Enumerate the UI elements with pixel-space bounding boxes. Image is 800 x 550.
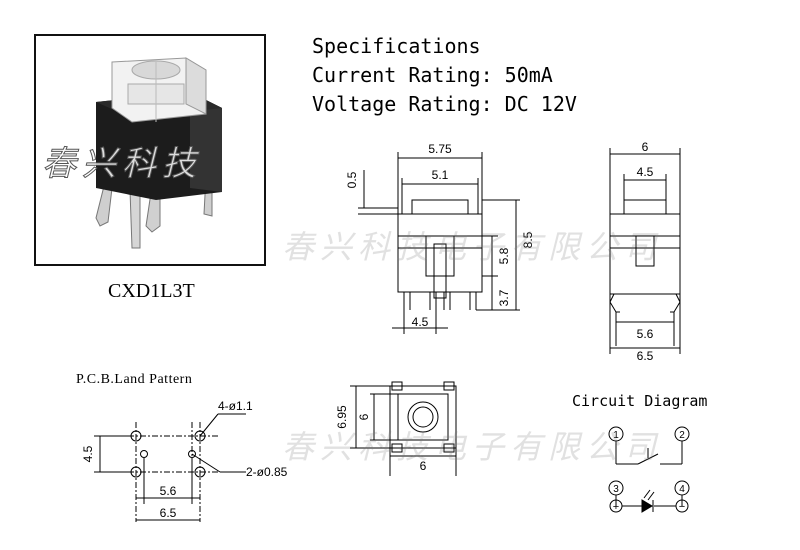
polarity-minus: −: [679, 501, 685, 513]
dim-5-6: 5.6: [637, 327, 654, 341]
dim-6-95: 6.95: [335, 405, 349, 429]
front-view-drawing: 5.75 5.1 0.5 8.5 5.8 3.7 4.5: [345, 142, 535, 334]
specifications-block: Specifications Current Rating: 50mA Volt…: [312, 32, 577, 119]
dim-5-8: 5.8: [497, 247, 511, 264]
side-view-drawing: 6 4.5 5.6 6.5: [609, 140, 681, 360]
terminal-label-3: 3: [613, 484, 619, 495]
polarity-plus: +: [613, 501, 619, 513]
circuit-diagram: 1 2 3 4 + −: [608, 426, 690, 513]
dim-0-5: 0.5: [345, 171, 359, 188]
dim-6-width: 6: [420, 459, 427, 473]
top-view-drawing: 6.95 6 6: [335, 381, 457, 476]
dim-4-5: 4.5: [412, 315, 429, 329]
circuit-title: Circuit Diagram: [572, 392, 708, 410]
spec-voltage: Voltage Rating: DC 12V: [312, 92, 577, 116]
product-photo-frame: 春兴科技: [34, 34, 266, 266]
dim-5-1: 5.1: [432, 168, 449, 182]
dim-5-75: 5.75: [428, 142, 452, 156]
dim-6-5: 6.5: [637, 349, 654, 360]
dim-4-5: 4.5: [637, 165, 654, 179]
hole-small-label: 2-ø0.85: [246, 465, 288, 479]
pcb-dim-4-5: 4.5: [81, 445, 95, 462]
dim-6: 6: [642, 140, 649, 154]
model-label: CXD1L3T: [108, 280, 195, 302]
dim-6-height: 6: [357, 413, 371, 420]
terminal-label-4: 4: [679, 484, 685, 495]
pcb-dim-5-6: 5.6: [160, 484, 177, 498]
dim-3-7: 3.7: [497, 289, 511, 306]
hole-large-label: 4-ø1.1: [218, 399, 253, 413]
spec-heading: Specifications: [312, 34, 481, 58]
spec-current: Current Rating: 50mA: [312, 63, 553, 87]
pcb-dim-6-5: 6.5: [160, 506, 177, 520]
terminal-label-2: 2: [679, 430, 685, 441]
pcb-title: P.C.B.Land Pattern: [76, 372, 193, 387]
terminal-label-1: 1: [613, 430, 619, 441]
switch-photo: [95, 57, 222, 249]
dim-8-5: 8.5: [521, 231, 535, 248]
pcb-land-pattern-drawing: 4.5 5.6 6.5 4-ø1.1 2-ø0.85: [81, 399, 288, 522]
